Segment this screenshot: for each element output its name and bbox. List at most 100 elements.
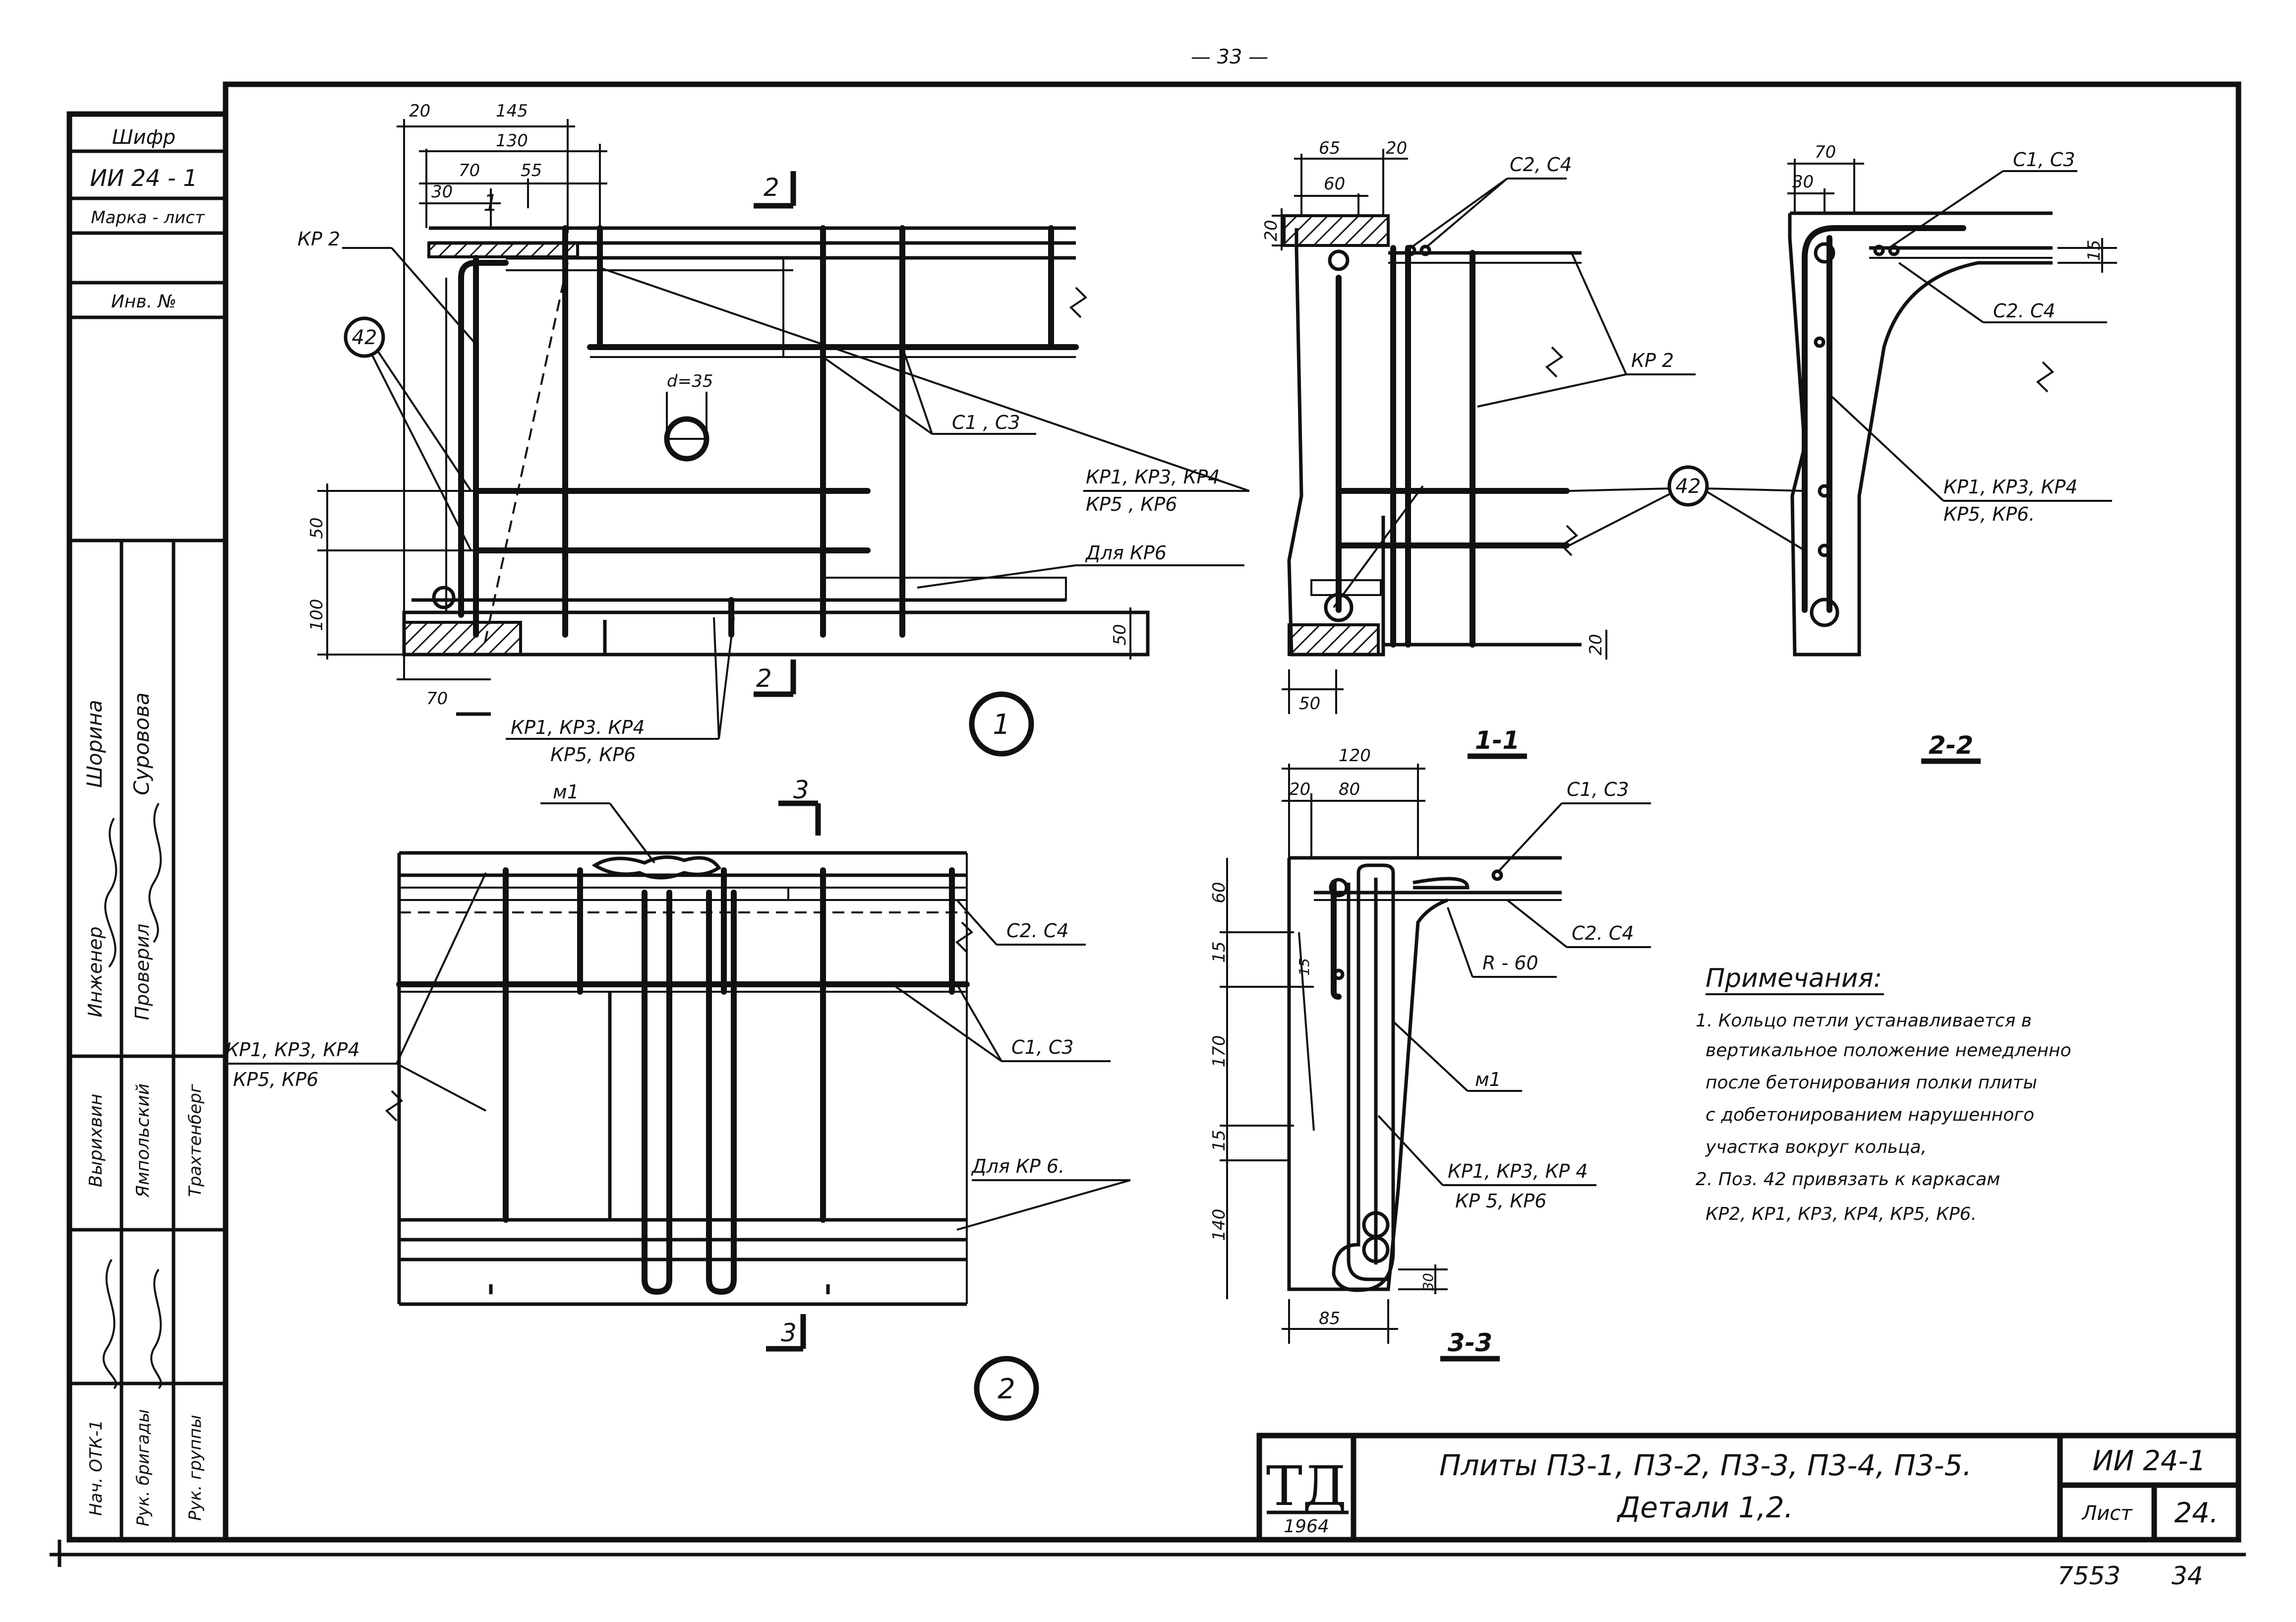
d1-section-mark-top: 2 <box>764 173 779 202</box>
s33-label-c2c4: С2. С4 <box>1572 922 1634 944</box>
d1-detail-number: 1 <box>993 709 1010 741</box>
s11-label-c2c4: С2, С4 <box>1510 154 1572 176</box>
cipher-label: Шифр <box>112 126 176 149</box>
title-line-2: Детали 1,2. <box>1616 1491 1793 1524</box>
d1-label-kr-line1: КР1, КР3, КР4 <box>1086 466 1220 488</box>
d2-section-mark-top: 3 <box>793 776 809 804</box>
title-line-1: Плиты П3-1, П3-2, П3-3, П3-4, П3-5. <box>1439 1448 1972 1482</box>
footer-number-1: 7553 <box>2058 1562 2120 1590</box>
person-2: Суровова <box>129 692 154 795</box>
top-hatch <box>427 241 579 258</box>
s33-dim-15c: 15 <box>1296 958 1312 976</box>
title-logo: ТД <box>1266 1454 1347 1518</box>
signature-1 <box>104 817 118 968</box>
person-1: Шорина <box>82 700 107 788</box>
role-5: Рук. группы <box>185 1415 205 1521</box>
s11-label-kr2: КР 2 <box>1631 350 1674 371</box>
d2-label-c2c4: С2. С4 <box>1006 920 1069 942</box>
note-line-3: после бетонирования полки плиты <box>1706 1073 2037 1093</box>
d1-pos-42 <box>344 316 385 358</box>
d1-dim-70: 70 <box>459 161 480 180</box>
s22-dim-30: 30 <box>1792 172 1814 192</box>
role-1: Инженер <box>84 926 106 1017</box>
d2-label-c1c3: С1, С3 <box>1011 1036 1074 1058</box>
svg-text:42: 42 <box>352 326 377 349</box>
person-4: Ямпольский <box>133 1083 153 1198</box>
s11-dim-20: 20 <box>1386 138 1407 158</box>
s33-label-kr-line1: КР1, КР3, КР 4 <box>1448 1160 1588 1182</box>
d1-detail-circle <box>969 691 1034 757</box>
sheet-frame <box>50 81 2246 1567</box>
d1-mark-1: 1 <box>483 189 498 216</box>
s33-dim-80: 80 <box>1339 780 1360 799</box>
s11-pos-42 <box>1667 465 1709 507</box>
s22-dim-70: 70 <box>1815 142 1836 162</box>
s22-label-c2c4: С2. С4 <box>1993 300 2056 322</box>
d2-label-kr-line2: КР5, КР6 <box>233 1069 318 1090</box>
d2-label-kr-line1: КР1, КР3, КР4 <box>226 1039 360 1061</box>
notes-block: Примечания: 1. Кольцо петли устанавливае… <box>1696 963 2071 1224</box>
s33-dim-20: 20 <box>1289 780 1310 799</box>
s33-dim-120: 120 <box>1339 746 1371 766</box>
d1-dim-100: 100 <box>307 599 327 631</box>
d1-dim-145: 145 <box>496 101 528 121</box>
notes-title: Примечания: <box>1706 963 1882 993</box>
title-block: ТД 1964 Плиты П3-1, П3-2, П3-3, П3-4, П3… <box>1256 1433 2241 1543</box>
role-2: Проверил <box>131 924 153 1021</box>
signature-2 <box>148 802 162 943</box>
s22-label-kr-line2: КР5, КР6. <box>1943 503 2035 525</box>
d2-label-m1: м1 <box>553 781 579 803</box>
s33-dim-140: 140 <box>1209 1209 1229 1241</box>
d2-label-for-kr6: Для КР 6. <box>971 1155 1064 1177</box>
support-hatch <box>403 621 522 656</box>
d2-detail-number: 2 <box>998 1373 1015 1405</box>
s33-dim-15a: 15 <box>1209 941 1229 962</box>
d1-dim-70-bottom: 70 <box>426 689 448 709</box>
role-3: Нач. ОТК-1 <box>86 1420 106 1516</box>
s22-label-c1c3: С1, С3 <box>2013 149 2075 171</box>
footer-number-2: 34 <box>2172 1562 2203 1590</box>
s11-section-label: 1-1 <box>1475 726 1520 755</box>
s11-dim-50: 50 <box>1299 694 1320 714</box>
svg-text:42: 42 <box>1676 475 1701 498</box>
page-number: — 33 — <box>1191 46 1268 68</box>
d1-hole-dia: d=35 <box>667 371 713 391</box>
s22-section-label: 2-2 <box>1929 731 1973 760</box>
note-line-6: 2. Поз. 42 привязать к каркасам <box>1696 1169 2000 1190</box>
s33-label-m1: м1 <box>1475 1069 1501 1090</box>
section-1-1: 65 20 60 20 50 20 С2, С4 КР 2 42 1-1 <box>1261 138 1709 759</box>
s22-label-kr-line1: КР1, КР3, КР4 <box>1943 476 2078 498</box>
section-2-2: 70 30 15 С1, С3 С2. С4 КР1, КР3, КР4 КР5… <box>1705 142 2117 764</box>
side-stamp: Шифр ИИ 24 - 1 Марка - лист Инв. № Шорин… <box>66 111 229 1543</box>
note-line-2: вертикальное положение немедленно <box>1706 1040 2071 1061</box>
s33-label-r60: R - 60 <box>1482 952 1538 974</box>
d1-section-mark-bottom: 2 <box>756 664 772 693</box>
d1-dim-20: 20 <box>409 101 430 121</box>
d1-label-kr2: КР 2 <box>297 228 340 250</box>
mark-label: Марка - лист <box>91 208 205 228</box>
note-line-1: 1. Кольцо петли устанавливается в <box>1696 1011 2032 1031</box>
s11-dim-65: 65 <box>1319 138 1340 158</box>
role-4: Рук. бригады <box>133 1409 153 1526</box>
section-3-3: 120 20 80 60 15 170 15 140 15 85 30 С1, … <box>1209 746 1651 1362</box>
d1-dim-55: 55 <box>521 161 542 180</box>
s33-label-kr-line2: КР 5, КР6 <box>1455 1190 1546 1212</box>
d1-dim-50: 50 <box>307 517 327 539</box>
note-line-5: участка вокруг кольца, <box>1705 1137 1927 1157</box>
d1-label-kr-line2: КР5 , КР6 <box>1086 493 1177 515</box>
d1-label-c1c3: С1 , С3 <box>952 412 1020 433</box>
note-line-4: с добетонированием нарушенного <box>1706 1105 2034 1125</box>
s22-dim-15: 15 <box>2084 240 2104 261</box>
s11-dim-60: 60 <box>1324 174 1345 194</box>
inv-label: Инв. № <box>111 292 177 312</box>
detail-2: 3 3 м1 С2. С4 С1, С3 КР1, КР3, КР4 КР5, … <box>223 776 1131 1421</box>
s33-dim-85: 85 <box>1319 1309 1340 1328</box>
d1-dim-30: 30 <box>431 182 453 202</box>
person-3: Вырихвин <box>86 1094 106 1188</box>
s33-loop-m1 <box>1332 863 1395 1292</box>
s33-label-c1c3: С1, С3 <box>1567 779 1629 800</box>
title-year: 1964 <box>1284 1516 1329 1537</box>
d1-label-for-kr6: Для КР6 <box>1085 542 1167 564</box>
s33-dim-15b: 15 <box>1209 1130 1229 1151</box>
